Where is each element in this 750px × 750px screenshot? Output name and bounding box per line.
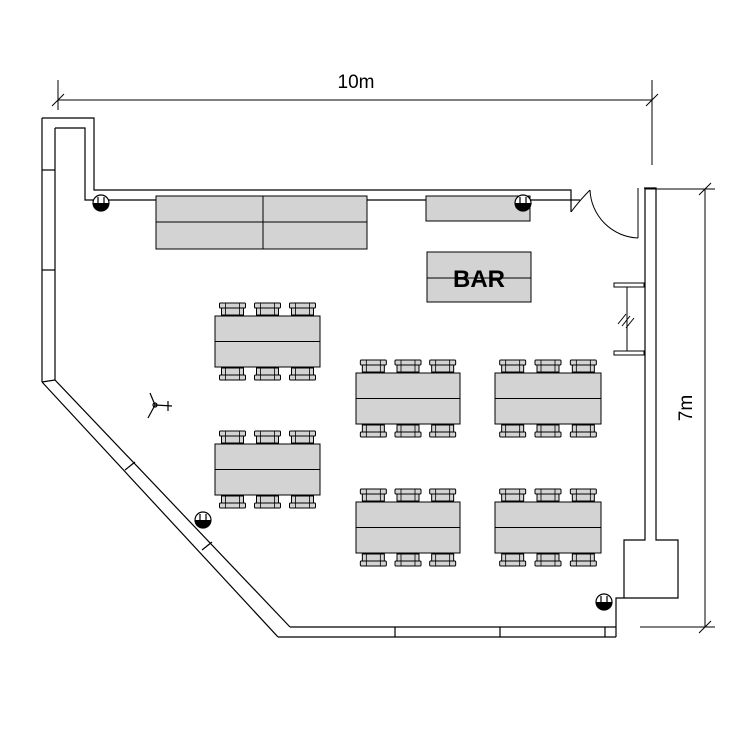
chair [534, 424, 562, 438]
chair [219, 430, 246, 444]
column-fixture-icon [595, 593, 613, 611]
chair [254, 302, 281, 316]
chair [499, 424, 527, 438]
width-dimension [51, 80, 659, 165]
chair [289, 367, 316, 381]
table-group [355, 488, 461, 567]
chair [219, 302, 246, 316]
table-group [355, 359, 461, 438]
chair [394, 424, 422, 438]
chair [569, 424, 597, 438]
column-fixture-icon [92, 194, 110, 212]
chair [429, 553, 457, 567]
chair [569, 359, 597, 373]
table-group [494, 359, 602, 438]
table-group [494, 488, 602, 567]
column-fixture-icon [514, 194, 532, 212]
tables-layer [214, 302, 602, 567]
wall-benches [155, 195, 531, 250]
chair [394, 488, 422, 502]
chair [429, 359, 457, 373]
chair [359, 424, 387, 438]
column-fixture-icon [194, 511, 212, 529]
bar-counter [426, 251, 532, 303]
width-dimension-label: 10m [338, 72, 375, 93]
chair [394, 553, 422, 567]
fixtures-layer [92, 194, 613, 611]
chair [499, 488, 527, 502]
back-bar-counter [425, 195, 531, 222]
height-dimension-label: 7m [676, 395, 697, 421]
chair [499, 553, 527, 567]
chair [289, 430, 316, 444]
chair [429, 424, 457, 438]
chair [219, 495, 246, 509]
chair [289, 302, 316, 316]
door-swing-icon [570, 188, 639, 239]
chair [569, 488, 597, 502]
chair [359, 488, 387, 502]
chair [254, 430, 281, 444]
chair [359, 553, 387, 567]
chair [569, 553, 597, 567]
bar-label: BAR [453, 266, 505, 293]
table-group [214, 302, 321, 381]
height-dimension [640, 182, 715, 634]
chair [254, 495, 281, 509]
chair [289, 495, 316, 509]
chair [359, 359, 387, 373]
table-group [214, 430, 321, 509]
chair [429, 488, 457, 502]
window-icon [613, 282, 645, 356]
chair [534, 488, 562, 502]
chair [219, 367, 246, 381]
chair [534, 359, 562, 373]
walls [41, 117, 679, 638]
chair [534, 553, 562, 567]
chair [499, 359, 527, 373]
ceiling-fan-icon [147, 392, 173, 419]
chair [254, 367, 281, 381]
chair [394, 359, 422, 373]
